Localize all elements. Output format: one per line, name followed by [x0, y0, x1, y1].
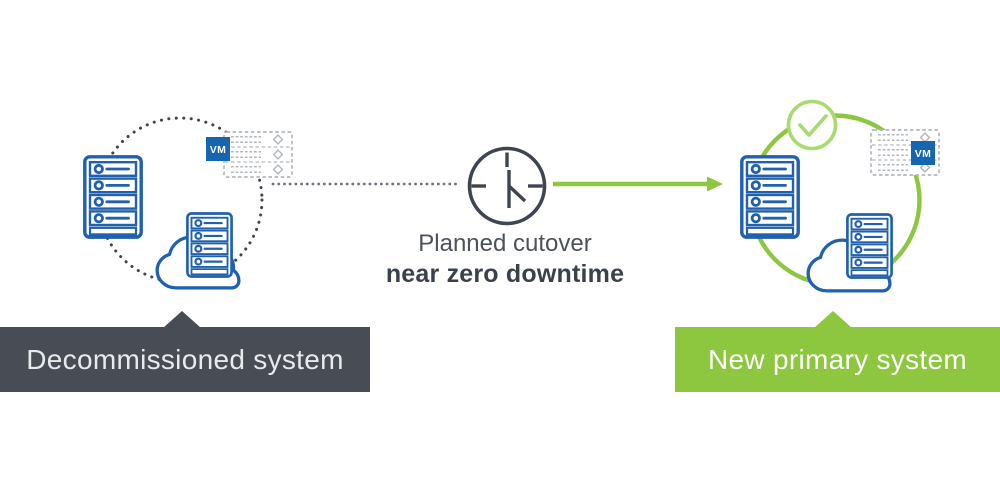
decommissioned-banner-pointer	[163, 311, 201, 328]
cutover-caption-line2: near zero downtime	[385, 259, 625, 288]
server-icon	[83, 155, 143, 239]
vm-badge: VM	[911, 141, 935, 165]
clock-icon	[467, 146, 547, 226]
small-server-icon	[186, 212, 233, 278]
cutover-caption-line1: Planned cutover	[418, 230, 592, 257]
vm-badge-label: VM	[915, 148, 932, 160]
server-icon	[740, 155, 800, 239]
decommissioned-banner: Decommissioned system	[0, 327, 370, 392]
new-primary-banner-pointer	[814, 311, 852, 328]
decommissioned-banner-label: Decommissioned system	[26, 343, 344, 375]
vm-badge-label: VM	[210, 144, 227, 156]
new-primary-banner: New primary system	[675, 327, 1000, 392]
decommissioned-cluster: VM	[83, 116, 293, 290]
new-primary-cluster: VM	[740, 99, 940, 293]
cutover-caption: Planned cutover near zero downtime	[355, 230, 655, 290]
green-arrow	[553, 176, 723, 192]
new-primary-banner-label: New primary system	[708, 343, 967, 375]
check-circle-icon	[786, 99, 838, 151]
vm-host-icon	[223, 131, 293, 178]
small-server-icon	[846, 213, 893, 279]
vm-badge: VM	[206, 137, 230, 161]
cutover-connector	[271, 146, 723, 226]
